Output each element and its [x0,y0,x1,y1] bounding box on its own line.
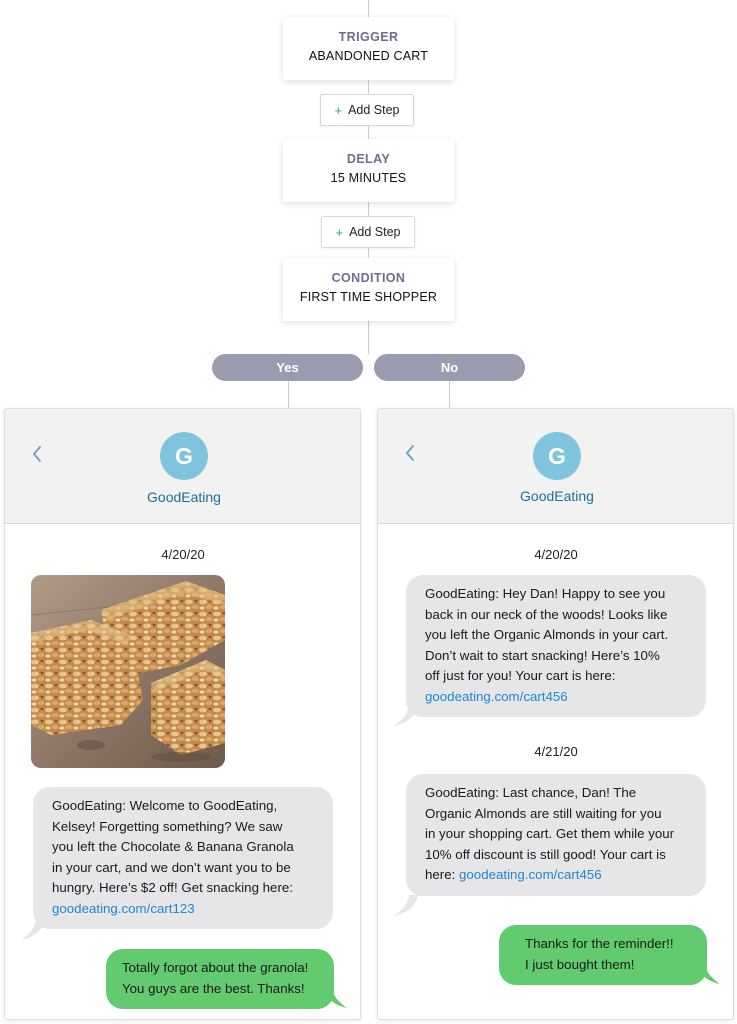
message-line: GoodEating: Hey Dan! Happy to see you [425,586,666,601]
message-text: here: [425,867,460,882]
phone-preview-no: G GoodEating 4/20/20 GoodEating: Hey Dan… [377,408,734,1020]
connector-line [288,381,289,409]
avatar: G [533,432,581,480]
message-line: you left the Organic Almonds in your car… [425,627,669,642]
message-line: You guys are the best. Thanks! [122,980,305,996]
message-line: Thanks for the reminder!! [525,936,674,951]
add-step-button[interactable]: + Add Step [321,216,415,248]
delay-value: 15 MINUTES [330,171,407,185]
bubble-tail [394,895,418,916]
connector-line [449,381,450,409]
message-line: GoodEating: Last chance, Dan! The [425,785,637,800]
message-line: Don’t wait to start snacking! Here’s 10% [425,647,660,663]
back-chevron-icon[interactable] [404,442,416,464]
phone-preview-yes: G GoodEating 4/20/20 [4,408,361,1020]
message-line: Kelsey! Forgetting something? We saw [52,818,283,834]
delay-label: DELAY [346,152,391,166]
trigger-node[interactable]: TRIGGER ABANDONED CART [283,17,454,80]
condition-node[interactable]: CONDITION FIRST TIME SHOPPER [283,258,454,321]
message-line: in your cart, and we don’t want you to b… [52,859,291,875]
incoming-message: GoodEating: Last chance, Dan! The Organi… [406,774,706,896]
phone-header: G GoodEating [5,409,360,524]
trigger-label: TRIGGER [338,30,399,44]
bubble-tail [696,963,720,984]
plus-icon: + [334,102,343,118]
add-step-label: Add Step [348,103,400,117]
contact-name: GoodEating [147,489,221,505]
message-line: hungry. Here’s $2 off! Get snacking here… [52,880,293,895]
message-date: 4/20/20 [534,547,578,562]
avatar-letter: G [175,442,193,469]
message-line: in your shopping cart. Get them while yo… [425,826,675,841]
message-line: back in our neck of the woods! Looks lik… [425,606,668,622]
outgoing-message: Totally forgot about the granola! You gu… [106,949,334,1009]
message-line: Organic Almonds are still waiting for yo… [425,805,662,821]
message-line: here: goodeating.com/cart456 [425,865,688,886]
message-line: off just for you! Your cart is here: [425,668,616,683]
message-date: 4/21/20 [534,744,578,759]
avatar-letter: G [548,442,566,469]
message-line: Totally forgot about the granola! [122,960,309,975]
branch-no-label: No [440,360,459,375]
outgoing-message: Thanks for the reminder!! I just bought … [499,925,707,985]
cart-link[interactable]: goodeating.com/cart456 [459,867,602,882]
add-step-label: Add Step [349,225,401,239]
message-line: GoodEating: Welcome to GoodEating, [52,798,278,813]
cart-link[interactable]: goodeating.com/cart123 [52,900,195,916]
back-chevron-icon[interactable] [31,443,43,465]
add-step-button[interactable]: + Add Step [320,94,414,126]
message-line: you left the Chocolate & Banana Granola [52,839,294,854]
branch-yes-label: Yes [276,360,299,375]
message-line: I just bought them! [525,956,635,972]
message-date: 4/20/20 [161,547,205,562]
message-line: 10% off discount is still good! Your car… [425,846,666,862]
trigger-value: ABANDONED CART [308,49,429,63]
condition-value: FIRST TIME SHOPPER [299,290,438,304]
branch-yes-pill[interactable]: Yes [212,354,363,381]
cart-link[interactable]: goodeating.com/cart456 [425,688,568,704]
incoming-message: GoodEating: Welcome to GoodEating, Kelse… [33,787,333,929]
avatar: G [160,432,208,480]
plus-icon: + [335,224,344,240]
bubble-tail [21,919,45,940]
bubble-tail [394,705,418,726]
delay-node[interactable]: DELAY 15 MINUTES [283,139,454,202]
bubble-tail [323,987,347,1008]
granola-bars-photo [31,575,225,768]
condition-label: CONDITION [331,271,406,285]
phone-header: G GoodEating [378,409,733,524]
contact-name: GoodEating [520,488,594,504]
branch-no-pill[interactable]: No [374,354,525,381]
incoming-message: GoodEating: Hey Dan! Happy to see you ba… [406,575,706,717]
